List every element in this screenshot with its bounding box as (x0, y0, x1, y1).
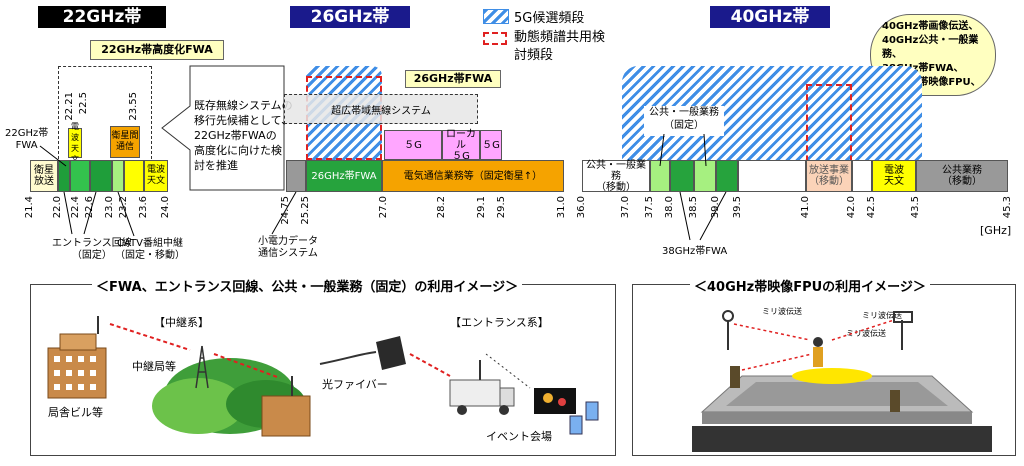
tick-23-0: 23.0 (104, 196, 115, 219)
band-26-uwb: 超広帯域無線システム (284, 94, 478, 124)
tick-23-2: 23.2 (118, 196, 129, 219)
legend-hatched-swatch (483, 9, 509, 24)
tick-23-6: 23.6 (138, 196, 149, 219)
building-right-icon (261, 376, 311, 437)
tick-43-5: 43.5 (910, 196, 921, 219)
band-40-broadcast: 放送事業 （移動） (806, 160, 852, 192)
band-22-radio-astro: 電波 天文 (144, 160, 168, 192)
tick-22-6: 22.6 (84, 196, 95, 219)
panel-left-fiber: 光ファイバー (322, 378, 388, 391)
building-icon (47, 316, 107, 399)
tick-42-0: 42.0 (846, 196, 857, 219)
band-22-gap (124, 160, 144, 192)
band-26-fwa: 26GHz帯FWA (306, 160, 382, 192)
tick-31-0: 31.0 (556, 196, 567, 219)
antenna-icon (722, 310, 913, 350)
label-22-fwa: 22GHz帯 FWA (5, 128, 49, 151)
phone-icon (569, 401, 599, 435)
tick-24-75: 24.75 (280, 196, 291, 225)
tick-27-0: 27.0 (378, 196, 389, 219)
panel-right-mw2: ミリ波伝送 (846, 329, 886, 338)
performer-icon (813, 337, 823, 367)
audience-icon (692, 426, 992, 452)
label-22-catv: CATV番組中継 （固定・移動） (115, 238, 185, 261)
tick-25-25: 25.25 (300, 196, 311, 225)
camera-operator-icon (730, 366, 900, 412)
label-22-entrance: エントランス回線 （固定） (52, 238, 132, 261)
unit-label: [GHz] (980, 224, 1012, 237)
tick-39-5: 39.5 (732, 196, 743, 219)
legend-dashed-swatch (483, 32, 507, 45)
band-40-fixed-c (694, 160, 716, 192)
label-40-fwa38: 38GHz帯FWA (662, 246, 728, 257)
panel-left-relay: 【中継系】 (154, 316, 209, 329)
panel-right-mw3: ミリ波伝送 (862, 311, 902, 320)
band-40-fixed-d (716, 160, 738, 192)
stage-icon (700, 368, 974, 424)
tick-41-0: 41.0 (800, 196, 811, 219)
panel-left-relay-station: 中継局等 (132, 360, 176, 373)
tick-36-0: 36.0 (576, 196, 587, 219)
header-40ghz: 40GHz帯 (710, 6, 830, 28)
panel-left-building: 局舎ビル等 (48, 406, 103, 419)
label-40-public-general: 公共・一般業務 （固定） (644, 106, 724, 136)
band-40-fixed-a (650, 160, 670, 192)
tick-22-0: 22.0 (52, 196, 63, 219)
connector-lines (39, 133, 727, 241)
panel-left-entrance: 【エントランス系】 (450, 316, 549, 329)
legend-dashed-label: 動態頻譜共用検 討頻段 (514, 30, 606, 63)
tick-45-3: 45.3 (1002, 196, 1013, 219)
panel-left-illustration (47, 316, 599, 437)
tick-37-5: 37.5 (644, 196, 655, 219)
band-40-public-mobile: 公共・一般業務 （移動） (582, 160, 650, 193)
band-26-low-power (286, 160, 306, 192)
tick-29-5: 29.5 (496, 196, 507, 219)
panel-right-illustration (692, 310, 992, 452)
band-22-catv (112, 160, 124, 192)
tick-24-0: 24.0 (160, 196, 171, 219)
tick-42-5: 42.5 (866, 196, 877, 219)
band-40-public-service: 公共業務 （移動） (916, 160, 1008, 192)
tick-22-4: 22.4 (70, 196, 81, 219)
band-22-satellite: 衛星 放送 (30, 160, 58, 192)
band-22-fwa-a (58, 160, 70, 192)
event-screen-icon (534, 388, 576, 414)
legend-hatched-label: 5G候選頻段 (514, 11, 585, 26)
band-26-telecom: 電気通信業務等（固定衛星↑） (382, 160, 564, 192)
tower-icon (195, 345, 209, 389)
tick-28-2: 28.2 (436, 196, 447, 219)
tick-29-1: 29.1 (476, 196, 487, 219)
band-40-gap (738, 160, 806, 192)
band-22-satellite-comm: 衛星間 通信 (110, 126, 140, 158)
band-40-gap-2 (852, 160, 872, 192)
tick-38-0: 38.0 (664, 196, 675, 219)
header-22ghz: 22GHz帯 (38, 6, 166, 28)
callout-26ghz-fwa: 26GHz帯FWA (405, 70, 501, 88)
band-40-fixed-b (670, 160, 694, 192)
tick-38-5: 38.5 (688, 196, 699, 219)
band-22-fwa-c (90, 160, 112, 192)
tick-21-4: 21.4 (24, 196, 35, 219)
truck-icon (449, 360, 515, 415)
panel-left-title: ＜FWA、エントランス回線、公共・一般業務（固定）の利用イメージ＞ (92, 276, 523, 295)
band-26-local5g: ローカル ５G (442, 129, 480, 162)
panel-left-event: イベント会場 (486, 430, 552, 443)
arrow-note-shape (161, 65, 285, 191)
band-26-5g-2: ５G (480, 130, 502, 160)
label-26-low-power: 小電力データ 通信システム (258, 236, 318, 259)
band-40-radio-astro: 電波 天文 (872, 160, 916, 192)
tick-37-0: 37.0 (620, 196, 631, 219)
panel-right-mw1: ミリ波伝送 (762, 307, 802, 316)
band-22-fwa-b (70, 160, 90, 192)
router-icon (376, 336, 406, 370)
tick-39-0: 39.0 (710, 196, 721, 219)
panel-right-title: ＜40GHz帯映像FPUの利用イメージ＞ (690, 276, 930, 295)
callout-22ghz-fwa: 22GHz帯高度化FWA (90, 40, 224, 60)
arrow-note-text: 既存無線システムの 移行先候補として、 22GHz帯FWAの 高度化に向けた検 … (194, 99, 293, 172)
band-26-5g: ５G (384, 130, 442, 160)
header-26ghz: 26GHz帯 (290, 6, 410, 28)
